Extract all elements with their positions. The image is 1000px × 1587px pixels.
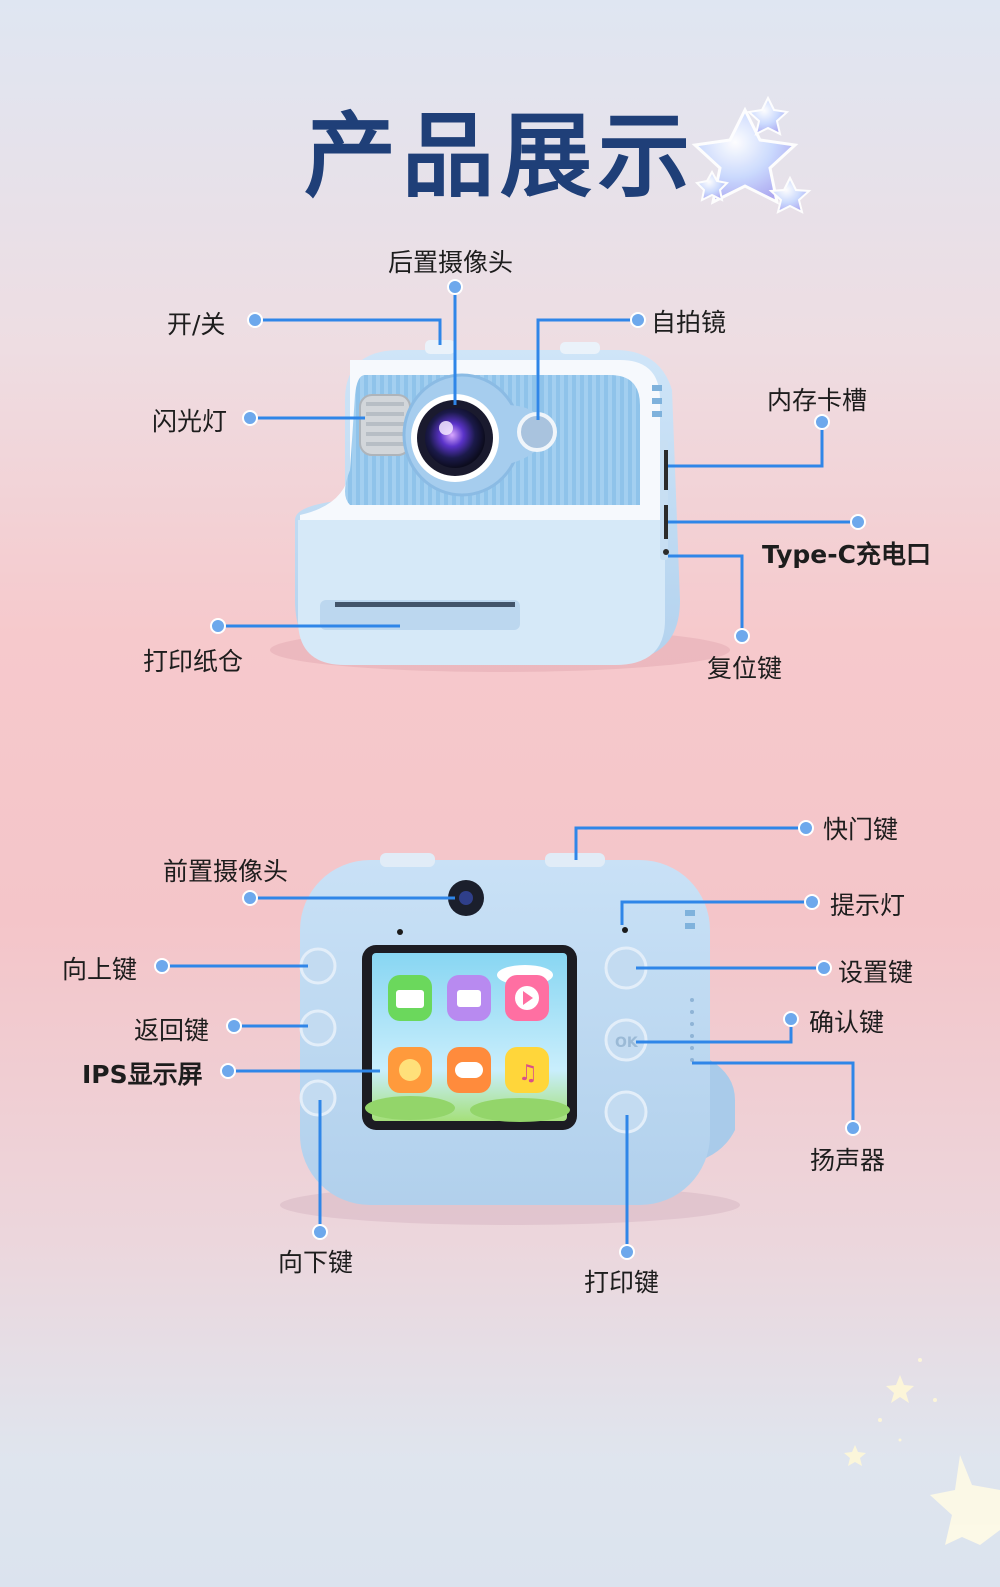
callout-up-key	[154, 958, 308, 974]
label-speaker: 扬声器	[810, 1146, 886, 1175]
callout-settings	[636, 960, 832, 976]
label-indicator-light: 提示灯	[830, 891, 906, 920]
callout-shutter	[574, 820, 814, 860]
down-button[interactable]	[299, 1079, 337, 1117]
callout-front-camera	[242, 890, 455, 906]
label-type-c-port: Type-C充电口	[762, 540, 931, 569]
label-selfie-mirror: 自拍镜	[651, 308, 727, 337]
label-settings-key: 设置键	[838, 958, 914, 987]
callout-flash	[242, 410, 365, 426]
back-button[interactable]	[299, 1009, 337, 1047]
ok-button-text: OK	[615, 1035, 639, 1051]
callout-selfie-mirror	[536, 312, 646, 420]
corner-sparkle-icon	[844, 1358, 1000, 1545]
callout-screen	[220, 1063, 380, 1079]
callout-back-key	[226, 1018, 308, 1034]
label-up-key: 向上键	[62, 955, 138, 984]
page-title: 产品展示	[303, 103, 696, 210]
music-app-icon	[505, 1047, 549, 1093]
label-print-key: 打印键	[584, 1268, 660, 1297]
callout-confirm	[636, 1011, 799, 1044]
callout-print-key	[619, 1115, 635, 1260]
svg-text:♫: ♫	[518, 1061, 538, 1086]
callout-paper-bay	[210, 618, 400, 634]
label-reset-key: 复位键	[707, 654, 783, 683]
label-down-key: 向下键	[278, 1248, 354, 1277]
title-star-icon	[691, 95, 812, 214]
label-rear-camera: 后置摄像头	[388, 248, 514, 277]
label-print-paper-bay: 打印纸仓	[143, 647, 244, 676]
label-ips-screen: IPS显示屏	[82, 1060, 203, 1089]
label-back-key: 返回键	[134, 1016, 210, 1045]
callout-indicator	[620, 894, 820, 925]
label-confirm-key: 确认键	[809, 1008, 885, 1037]
callout-memory-card	[668, 414, 830, 468]
ok-button[interactable]	[604, 1018, 648, 1062]
label-flash: 闪光灯	[152, 407, 228, 436]
label-memory-card-slot: 内存卡槽	[767, 386, 868, 415]
callout-rear-camera	[447, 279, 463, 405]
callout-reset	[668, 554, 750, 644]
label-power: 开/关	[167, 310, 226, 339]
label-front-camera: 前置摄像头	[163, 857, 289, 886]
callout-down-key	[312, 1100, 328, 1240]
label-shutter-key: 快门键	[823, 815, 899, 844]
callout-type-c	[668, 514, 866, 530]
callout-speaker	[692, 1061, 861, 1136]
callout-power	[247, 312, 442, 345]
